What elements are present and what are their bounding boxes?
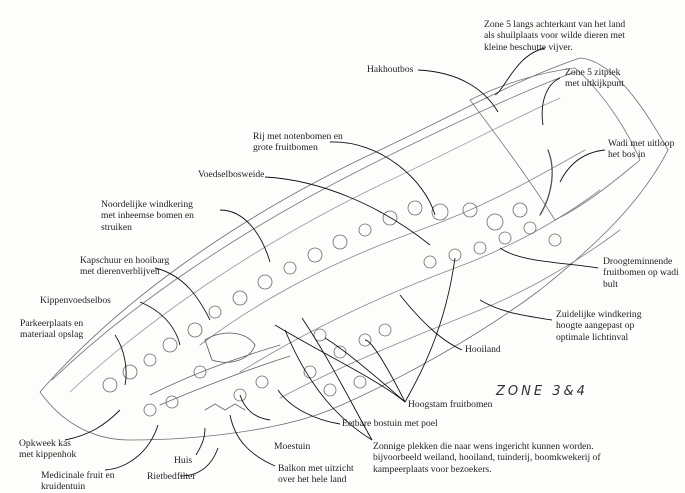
label-zone5-back: Zone 5 langs achterkant van het land als… bbox=[484, 19, 626, 53]
leader-kapschuur bbox=[154, 267, 211, 321]
leader-zone5-back bbox=[494, 47, 546, 96]
label-balkon: Balkon met uitzicht over het hele land bbox=[278, 463, 354, 486]
leader-rietbedfilter bbox=[179, 447, 219, 477]
leader-opkweek bbox=[64, 409, 121, 441]
leader-eetbare bbox=[277, 389, 341, 425]
leader-hakhoutbos bbox=[417, 69, 499, 113]
leader-zone5-zitplek bbox=[541, 77, 561, 126]
leader-noordelijke bbox=[219, 209, 271, 263]
zone5-shelter bbox=[469, 67, 641, 221]
land-boundary bbox=[39, 57, 669, 441]
label-noordelijke: Noordelijke windkering met inheemse bome… bbox=[101, 199, 194, 233]
label-hooiland: Hooiland bbox=[465, 344, 501, 355]
label-hakhoutbos: Hakhoutbos bbox=[367, 64, 414, 75]
label-hoogstam: Hoogstam fruitbomen bbox=[408, 399, 493, 410]
leader-hoogstam-c bbox=[404, 257, 456, 403]
label-notenbomen: Rij met notenbomen en grote fruitbomen bbox=[253, 131, 343, 154]
leader-balkon bbox=[229, 414, 276, 467]
wadi bbox=[539, 149, 553, 216]
leader-zonnige bbox=[284, 329, 373, 441]
label-moestuin: Moestuin bbox=[274, 441, 311, 452]
leader-voedselbosweide bbox=[264, 176, 431, 246]
access-path bbox=[149, 344, 281, 396]
label-opkweek: Opkweek kas met kippenhok bbox=[19, 438, 77, 461]
leader-wadi bbox=[559, 149, 606, 183]
label-kapschuur: Kapschuur en hooibarg met dierenverblijv… bbox=[80, 255, 170, 278]
leader-medicinale bbox=[104, 424, 159, 471]
label-zonnige: Zonnige plekken die naar wens ingericht … bbox=[373, 441, 601, 475]
label-eetbare: Eetbare bostuin met poel bbox=[342, 418, 438, 429]
label-zone5-zitplek: Zone 5 zitplek met uitkijkpunt bbox=[565, 67, 624, 90]
leader-hoogstam-d bbox=[274, 324, 406, 403]
meadow-edge bbox=[199, 149, 586, 346]
label-huis: Huis bbox=[174, 455, 193, 466]
label-medicinale: Medicinale fruit en kruidentuin bbox=[41, 470, 115, 493]
label-voedselbosweide: Voedselbosweide bbox=[198, 169, 265, 180]
label-droogteminnende: Droogteminnende fruitbomen op wadi bult bbox=[603, 256, 679, 290]
label-zuidelijke: Zuidelijke windkering hoogte aangepast o… bbox=[556, 309, 642, 343]
zone-tag: ZONE 3&4 bbox=[496, 384, 588, 399]
leader-zuidelijke bbox=[479, 299, 553, 321]
leader-zonnige-b bbox=[301, 317, 373, 441]
leader-droogteminnende bbox=[499, 247, 599, 269]
leader-kippenvoedselbos bbox=[139, 301, 181, 346]
northern-windbreak bbox=[51, 71, 576, 381]
leader-moestuin bbox=[239, 394, 271, 421]
leader-hoogstam-b bbox=[364, 339, 406, 403]
label-kippenvoedselbos: Kippenvoedselbos bbox=[40, 295, 111, 306]
label-wadi: Wadi met uitloop het bos in bbox=[608, 138, 675, 161]
leader-notenbomen bbox=[329, 141, 436, 216]
label-rietbedfilter: Rietbedfilter bbox=[147, 471, 196, 482]
house-outline bbox=[204, 332, 256, 363]
leader-hoogstam-a bbox=[324, 337, 406, 403]
leader-hooiland bbox=[399, 294, 463, 351]
reed-bed bbox=[204, 403, 246, 411]
label-parkeerplaats: Parkeerplaats en materiaal opslag bbox=[20, 318, 84, 341]
leader-huis bbox=[195, 427, 206, 456]
leader-parkeerplaats bbox=[114, 334, 127, 386]
